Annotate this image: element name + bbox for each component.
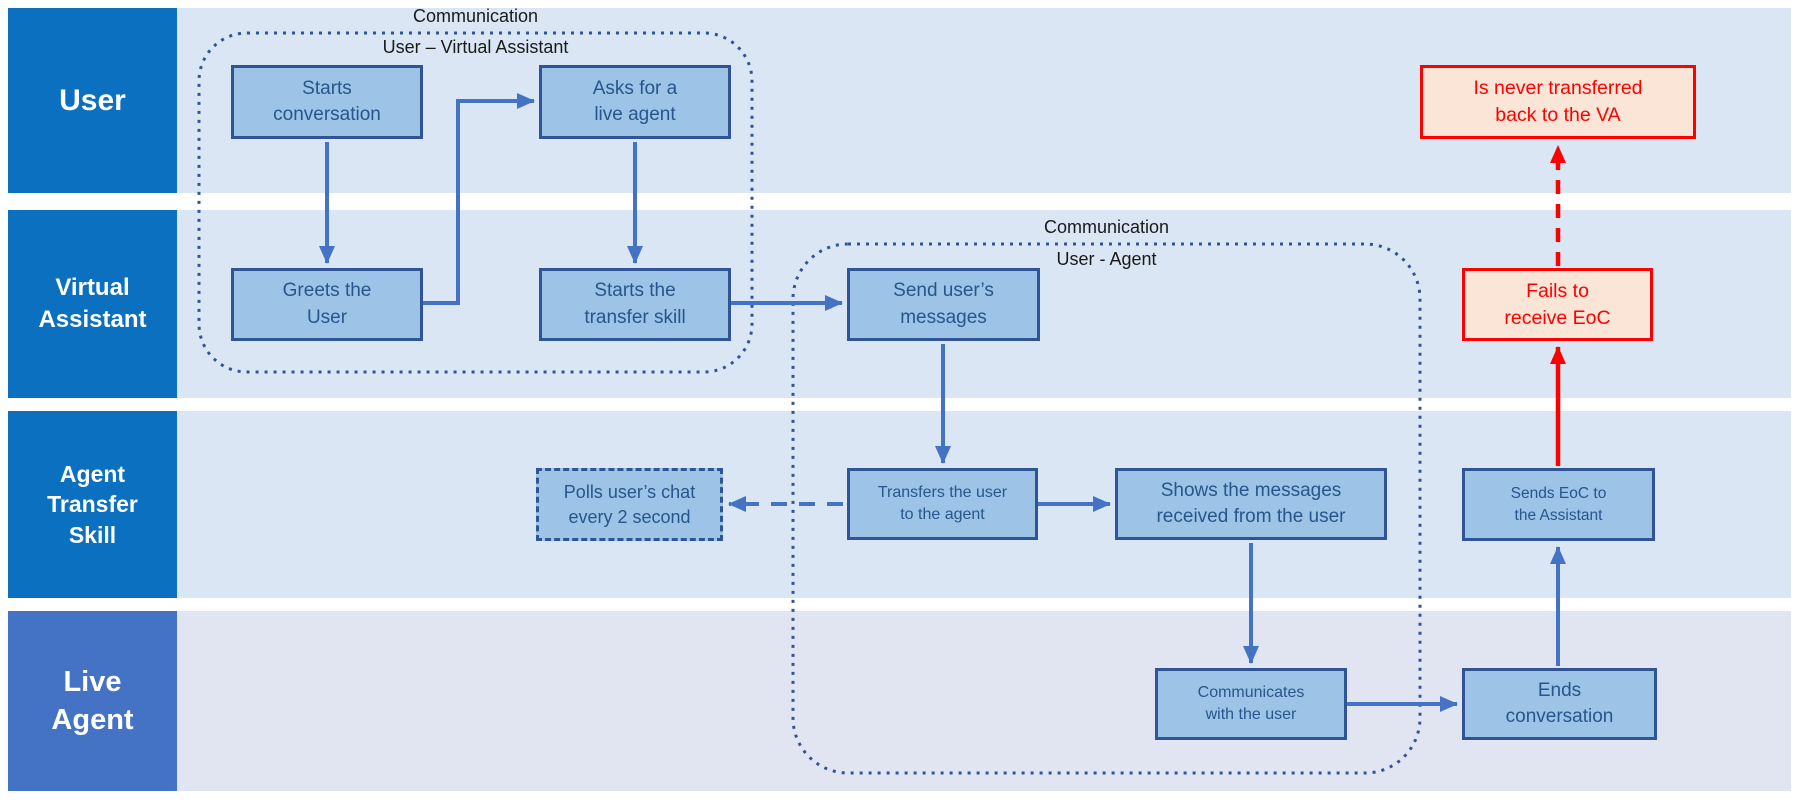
node-transfers-user: Transfers the user to the agent	[847, 468, 1038, 540]
node-greets-user: Greets the User	[231, 268, 423, 341]
lane-header-live-agent: Live Agent	[8, 611, 177, 791]
node-fails-receive-eoc: Fails to receive EoC	[1462, 268, 1653, 341]
node-never-transferred: Is never transferred back to the VA	[1420, 65, 1696, 139]
arrow-greets-to-asks	[423, 93, 535, 305]
lane-header-user: User	[8, 8, 177, 193]
communication-group-user-va-outline	[197, 31, 754, 374]
node-communicates-user: Communicates with the user	[1155, 668, 1347, 740]
group-subtitle-user-agent: User - Agent	[1056, 249, 1157, 269]
group-title-user-va: Communication	[412, 6, 539, 26]
node-shows-messages: Shows the messages received from the use…	[1115, 468, 1387, 540]
node-ends-conversation: Ends conversation	[1462, 668, 1657, 740]
node-sends-eoc: Sends EoC to the Assistant	[1462, 468, 1655, 541]
node-starts-conversation: Starts conversation	[231, 65, 423, 139]
lane-header-virtual-assistant: Virtual Assistant	[8, 210, 177, 398]
node-polls-users-chat: Polls user’s chat every 2 second	[536, 468, 723, 541]
lane-header-agent-transfer-skill: Agent Transfer Skill	[8, 411, 177, 598]
group-title-user-agent: Communication	[1043, 217, 1170, 237]
node-send-users-messages: Send user’s messages	[847, 268, 1040, 341]
communication-group-user-agent-outline	[791, 242, 1422, 775]
node-asks-live-agent: Asks for a live agent	[539, 65, 731, 139]
node-starts-transfer-skill: Starts the transfer skill	[539, 268, 731, 341]
group-subtitle-user-va: User – Virtual Assistant	[382, 37, 569, 57]
